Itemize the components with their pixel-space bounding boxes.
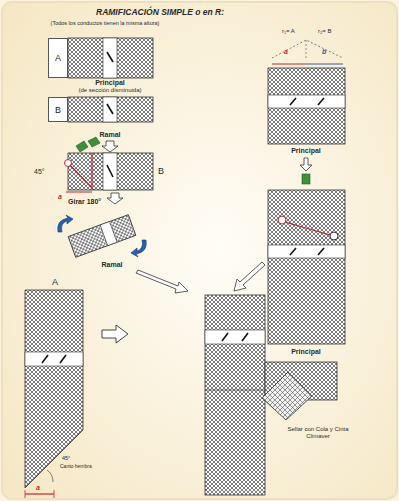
part-name: Principal <box>291 147 321 155</box>
part-name: Principal <box>291 348 321 356</box>
radius-label: r₁= A <box>282 28 295 35</box>
edge-label: Canto hembra <box>60 464 92 470</box>
section-letter: A <box>55 53 61 63</box>
section-box: A <box>48 38 68 78</box>
section-letter: B <box>158 166 164 176</box>
dimension-label: a <box>284 48 288 56</box>
section-letter: B <box>55 105 61 115</box>
part-name: Ramal <box>101 261 122 269</box>
radius-label: r₂= B <box>318 28 332 35</box>
section-box: B <box>48 97 68 122</box>
note: (Todos los conductos tienen la misma alt… <box>51 20 160 26</box>
dimension-label: a <box>36 484 40 492</box>
part-name: Ramal <box>99 131 120 139</box>
note: (de sección disminuida) <box>78 87 141 94</box>
angle-label: 45° <box>62 455 70 461</box>
part-name: Principal <box>95 79 125 87</box>
dimension-label: b <box>322 48 326 56</box>
instruction: Sellar con Cola y Cinta Climaver <box>286 426 350 440</box>
section-letter: A <box>52 277 58 287</box>
angle-label: 45° <box>34 168 45 176</box>
instruction: Girar 180° <box>68 198 101 206</box>
diagram-title: RAMIFICACIÓN SIMPLE o en R: <box>96 8 224 18</box>
dimension-label: a <box>58 193 62 201</box>
